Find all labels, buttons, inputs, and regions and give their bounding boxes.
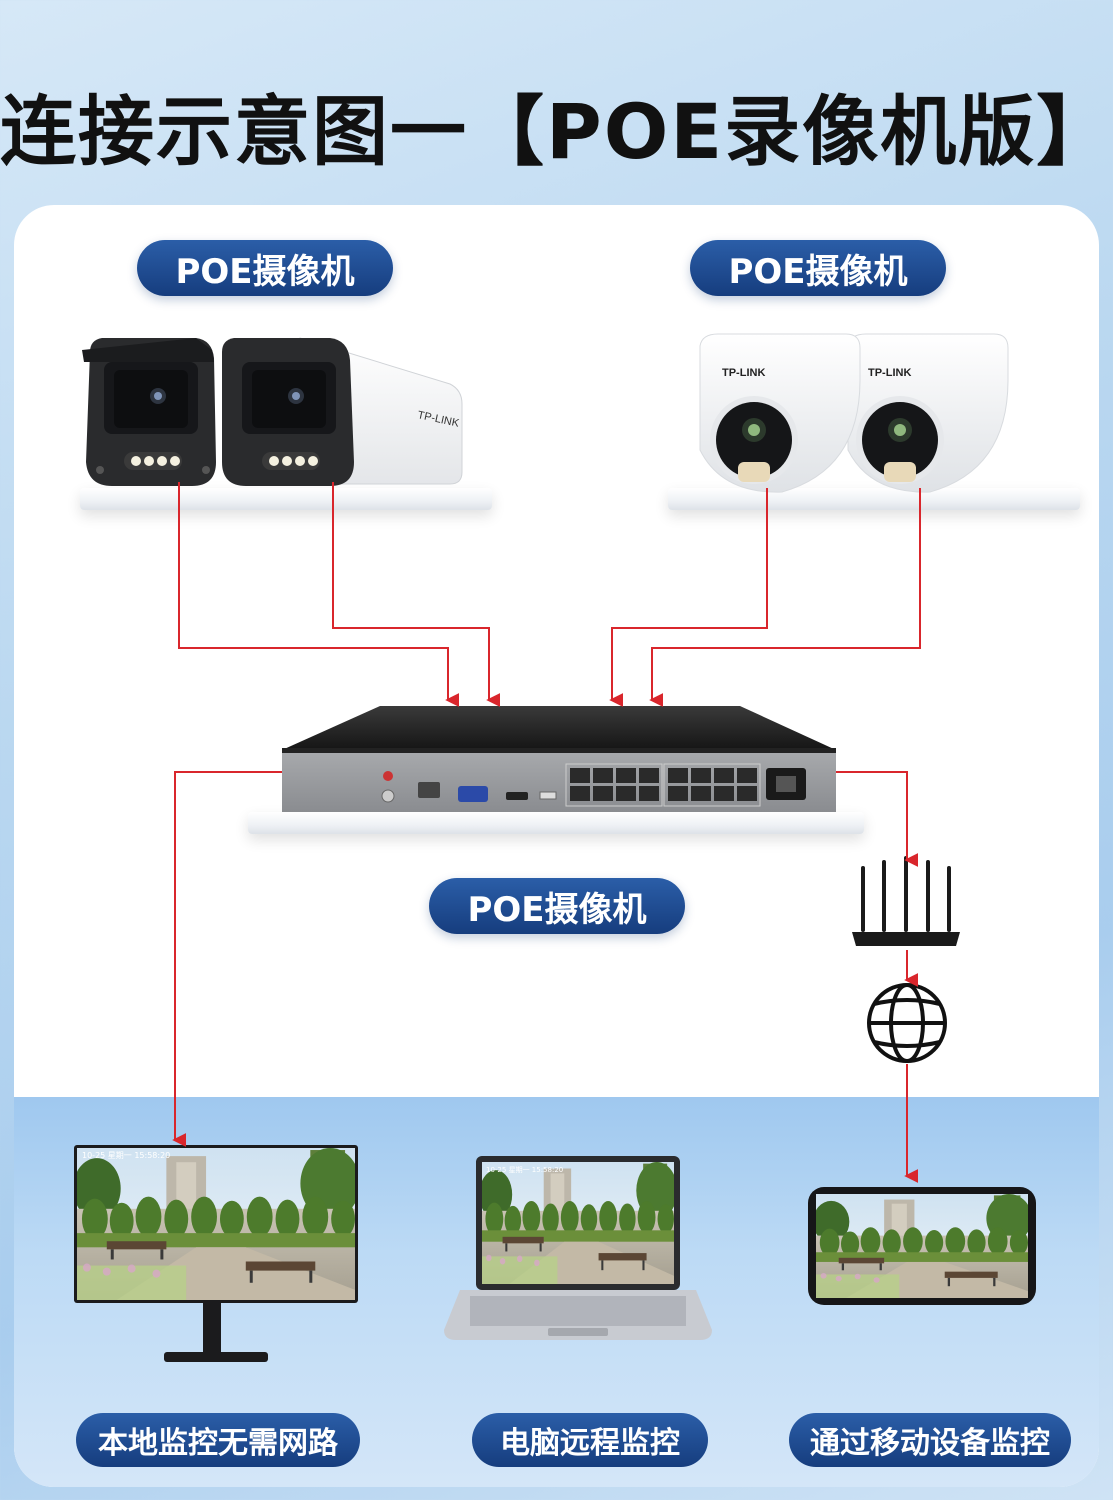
phone-icon bbox=[808, 1187, 1036, 1305]
brand-label: TP-LINK bbox=[722, 367, 765, 379]
laptop-icon: 10-25 星期一 15:58:20 bbox=[444, 1156, 712, 1340]
nvr-icon bbox=[282, 706, 836, 812]
dome-camera-icon: TP-LINK TP-LINK bbox=[699, 333, 1009, 493]
camera-group-label-right: POE摄像机 bbox=[690, 240, 946, 296]
connection-lines bbox=[172, 482, 921, 1183]
shelf-nvr bbox=[248, 812, 864, 834]
router-icon bbox=[852, 856, 960, 946]
monitor-icon: 10-25 星期一 15:58:20 bbox=[74, 1145, 358, 1362]
phone-label: 通过移动设备监控 bbox=[789, 1413, 1071, 1467]
page-title: 连接示意图一【POE录像机版】 bbox=[0, 87, 1113, 176]
shelf-left bbox=[80, 488, 492, 510]
globe-icon bbox=[867, 983, 947, 1063]
shelf-right bbox=[668, 488, 1080, 510]
laptop-label: 电脑远程监控 bbox=[472, 1413, 708, 1467]
nvr-label: POE摄像机 bbox=[429, 878, 685, 934]
screen-timestamp: 10-25 星期一 15:58:20 bbox=[82, 1151, 170, 1160]
bullet-camera-icon: TP-LINK bbox=[82, 337, 463, 486]
brand-label: TP-LINK bbox=[868, 367, 911, 379]
monitor-label: 本地监控无需网路 bbox=[76, 1413, 360, 1467]
screen-timestamp: 10-25 星期一 15:58:20 bbox=[486, 1166, 563, 1174]
camera-group-label-left: POE摄像机 bbox=[137, 240, 393, 296]
